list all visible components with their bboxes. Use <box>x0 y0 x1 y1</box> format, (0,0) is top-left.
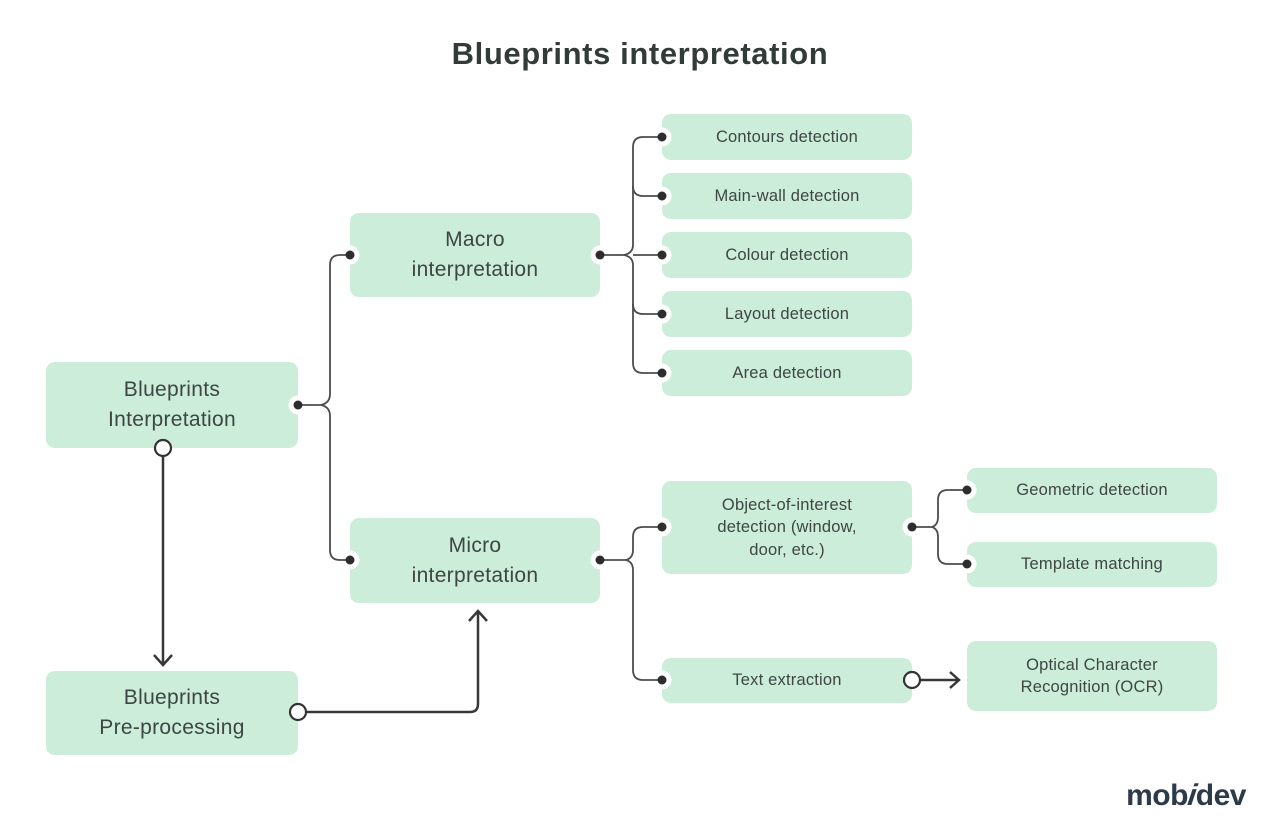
node-macro-interpretation: Macro interpretation <box>350 213 600 297</box>
node-area-detection: Area detection <box>662 350 912 396</box>
arrow-preprocessing-to-micro <box>306 609 488 714</box>
connector-ooi-branch <box>912 489 967 565</box>
node-main-wall-detection: Main-wall detection <box>662 173 912 219</box>
node-blueprints-interpretation: Blueprints Interpretation <box>46 362 298 448</box>
node-micro-interpretation: Micro interpretation <box>350 518 600 603</box>
mobidev-logo: mobidev <box>1126 779 1246 813</box>
node-colour-detection: Colour detection <box>662 232 912 278</box>
node-contours-detection: Contours detection <box>662 114 912 160</box>
logo-part-mob: mob <box>1126 779 1188 812</box>
connector-bi-branch <box>298 254 350 561</box>
logo-part-dev: dev <box>1195 779 1247 812</box>
connector-micro-branch <box>600 526 662 681</box>
node-template-matching: Template matching <box>967 542 1217 587</box>
node-text-extraction: Text extraction <box>662 658 912 703</box>
node-blueprints-pre-processing: Blueprints Pre-processing <box>46 671 298 755</box>
node-ocr: Optical Character Recognition (OCR) <box>967 641 1217 711</box>
diagram-title: Blueprints interpretation <box>451 36 829 71</box>
node-object-of-interest-detection: Object-of-interest detection (window, do… <box>662 481 912 574</box>
node-geometric-detection: Geometric detection <box>967 468 1217 513</box>
arrow-bi-to-preprocessing <box>153 456 173 667</box>
node-layout-detection: Layout detection <box>662 291 912 337</box>
arrow-text-extraction-to-ocr <box>920 671 961 689</box>
connector-macro-branch <box>600 136 662 374</box>
